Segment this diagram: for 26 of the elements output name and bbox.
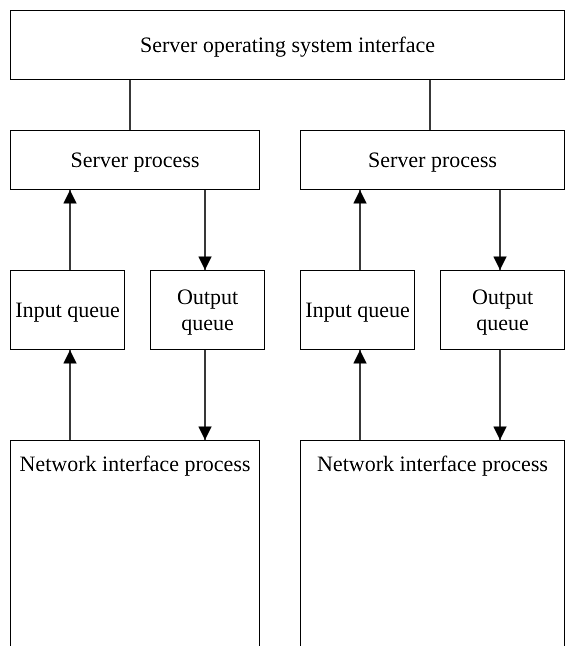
box-label: Output queue [176, 284, 240, 336]
process-box [10, 440, 260, 646]
box-label: Server process [70, 146, 200, 174]
process-box [10, 270, 125, 350]
arrow [198, 350, 212, 440]
arrow [493, 350, 507, 440]
arrow [63, 350, 77, 440]
process-box [300, 270, 415, 350]
process-box [10, 10, 565, 80]
arrow [493, 190, 507, 270]
arrow [198, 190, 212, 270]
arrow [63, 190, 77, 270]
box-label: Input queue [14, 296, 121, 324]
arrow [353, 350, 367, 440]
box-label: Input queue [304, 296, 411, 324]
box-label: Output queue [470, 284, 534, 336]
process-box [150, 270, 265, 350]
process-box [300, 130, 565, 190]
box-label: Server operating system interface [138, 32, 436, 58]
box-label: Network interface process [316, 451, 549, 478]
process-box [440, 270, 565, 350]
arrow [353, 190, 367, 270]
box-label: Network interface process [18, 451, 252, 478]
process-box [300, 440, 565, 646]
process-box [10, 130, 260, 190]
box-label: Server process [367, 146, 498, 174]
